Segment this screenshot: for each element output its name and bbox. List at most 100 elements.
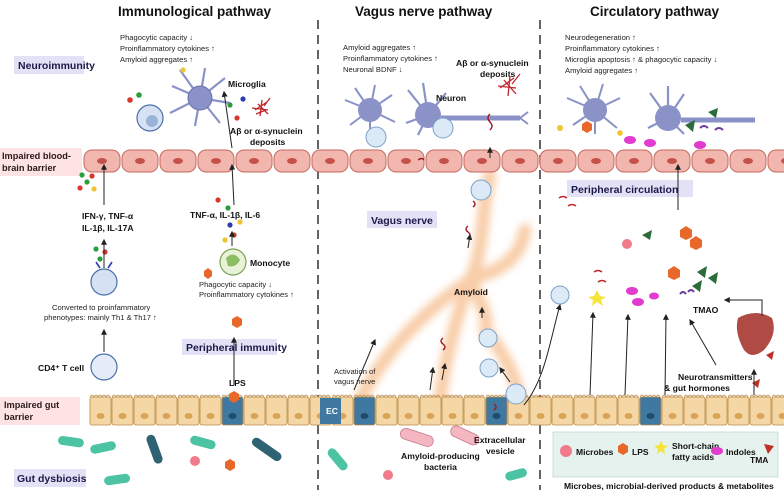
lps-label: LPS (229, 378, 246, 388)
circ-effect-4: Amyloid aggregates ↑ (565, 66, 638, 75)
gut-epithelial-cell (683, 396, 706, 426)
vagus-nerve-bg (367, 211, 437, 228)
gut-epithelial-cell (749, 396, 772, 426)
vagus-nerve-label: Vagus nerve (371, 215, 433, 227)
bbb-cells (83, 149, 784, 173)
legend-indoles: Indoles (726, 447, 756, 457)
vagus-deposits-line2: deposits (480, 69, 516, 79)
microvilli (595, 394, 617, 398)
gut-cell-nucleus (602, 413, 611, 419)
cytokines-b: TNF-α, IL-1β, IL-6 (190, 210, 260, 220)
microvilli (441, 394, 463, 398)
gut-dysbiosis-label: Gut dysbiosis (17, 473, 87, 485)
header-vagus: Vagus nerve pathway (355, 4, 493, 19)
amyloid-squiggles (417, 113, 497, 411)
bbb-label-line1: Impaired blood- (2, 151, 71, 161)
legend-lps-icon (618, 443, 628, 455)
microvilli (331, 394, 353, 398)
gut-label-bg (0, 397, 80, 425)
microvilli (199, 394, 221, 398)
bbb-cell-nucleus (287, 158, 297, 164)
gut-cell-nucleus (580, 413, 589, 419)
microvilli (309, 394, 331, 398)
tma-triangles-liver (752, 351, 774, 388)
gut-cell-nucleus (426, 413, 435, 419)
gut-epithelial-cell (727, 396, 750, 426)
gut-label-line2: barrier (4, 412, 34, 422)
vagus-deposits-line1: Aβ or α-synuclein (456, 58, 529, 68)
tma-icon (764, 444, 774, 454)
microvilli (705, 394, 727, 398)
legend-microbes: Microbes (576, 447, 614, 457)
legend-tma: TMA (750, 455, 768, 465)
gut-epithelial-cell (397, 396, 420, 426)
gut-label-line1: Impaired gut (4, 400, 59, 410)
gut-cell-nucleus (206, 413, 215, 419)
microvilli (617, 394, 639, 398)
gut-cell-nucleus (536, 413, 545, 419)
vesicle-line2: vesicle (486, 446, 515, 456)
microvilli (463, 394, 485, 398)
cytokines-a-line2: IL-1β, IL-17A (82, 223, 134, 233)
microvilli (573, 394, 595, 398)
gut-cell-nucleus (250, 413, 259, 419)
microvilli (287, 394, 309, 398)
lps-hexagon-gut (229, 391, 239, 403)
neuron-label: Neuron (436, 93, 466, 103)
t-cell-upper (90, 261, 118, 296)
immuno-arrows (101, 90, 237, 385)
microvilli (265, 394, 287, 398)
microglia-label: Microglia (228, 79, 266, 89)
microvilli (111, 394, 133, 398)
gut-epithelial-cell (661, 396, 684, 426)
peripheral-immunity-bg (182, 339, 277, 355)
gut-epithelial-cell (771, 396, 784, 426)
bbb-cell-nucleus (667, 158, 677, 164)
activation-line2: vagus nerve (334, 377, 375, 386)
bbb-cell-nucleus (781, 158, 784, 164)
microvilli (771, 394, 784, 398)
gut-cell-nucleus (184, 413, 193, 419)
cytokines-a-line1: IFN-γ, TNF-α (82, 211, 134, 221)
legend-lps: LPS (632, 447, 649, 457)
microvilli (133, 394, 155, 398)
bbb-cell-nucleus (173, 158, 183, 164)
circ-microglia (566, 83, 621, 134)
gut-bacteria (58, 434, 527, 486)
scfa-icon (654, 441, 668, 454)
converted-line1: Converted to proinfammatory (52, 303, 151, 312)
circ-blood-particles (550, 195, 718, 306)
gut-cell-nucleus (140, 413, 149, 419)
gut-epithelial-cell (551, 396, 574, 426)
activation-line1: Activation of (334, 367, 376, 376)
bbb-cell-nucleus (629, 158, 639, 164)
immuno-effect-3: Amyloid aggregates ↑ (120, 55, 193, 64)
microvilli (529, 394, 551, 398)
peripheral-circulation-bg (567, 180, 693, 197)
gut-dysbiosis-bg (14, 469, 86, 487)
gut-cell-nucleus (294, 413, 303, 419)
immuno-effect-1: Phagocytic capacity ↓ (120, 33, 193, 42)
immuno-deposits-line2: deposits (250, 137, 286, 147)
enteroendocrine-cell (485, 396, 508, 426)
gut-epithelial-cell (463, 396, 486, 426)
microglia-cell (169, 67, 231, 127)
microvilli (353, 394, 375, 398)
gut-cell-nucleus (118, 413, 127, 419)
vagus-arrows (353, 146, 511, 391)
gut-epithelial-cell (441, 396, 464, 426)
bbb-cell-nucleus (477, 158, 487, 164)
gut-epithelial-cell (529, 396, 552, 426)
bbb-cell-nucleus (439, 158, 449, 164)
microvilli (661, 394, 683, 398)
gut-cell-nucleus (646, 413, 655, 419)
gut-cell-nucleus (712, 413, 721, 419)
gut-cell-nucleus (778, 413, 784, 419)
circ-effect-3: Microglia apoptosis ↑ & phagocytic capac… (565, 55, 717, 64)
immuno-deposits-line1: Aβ or α-synuclein (230, 126, 303, 136)
lps-hexagon-monocyte (204, 268, 212, 279)
amyloid-label: Amyloid (454, 287, 488, 297)
amyloid-bacteria-line1: Amyloid-producing (401, 451, 480, 461)
vagus-deposits-icon (497, 73, 521, 97)
header-immunological: Immunological pathway (118, 4, 272, 19)
